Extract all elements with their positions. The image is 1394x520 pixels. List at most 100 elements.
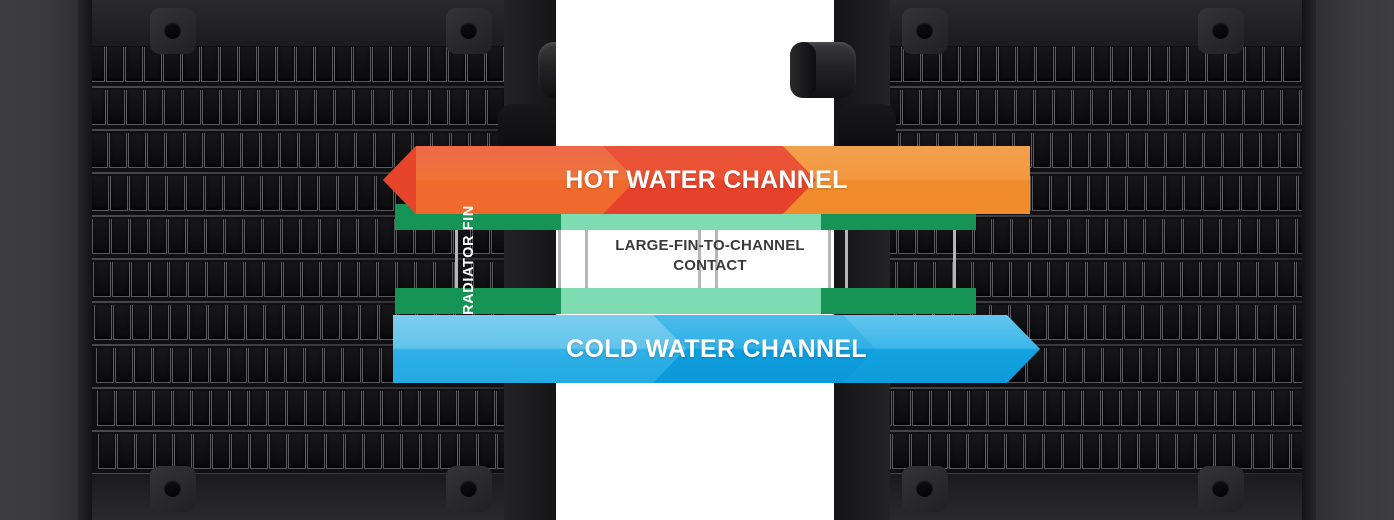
fin-slot bbox=[1292, 391, 1302, 426]
fin-slot bbox=[1262, 90, 1281, 125]
fin-slot bbox=[315, 47, 334, 82]
fin-slot bbox=[1206, 47, 1225, 82]
fin-slot bbox=[210, 391, 229, 426]
fin-slot bbox=[1141, 348, 1160, 383]
fin-slot bbox=[1263, 47, 1282, 82]
fin-slot bbox=[1070, 176, 1089, 211]
fin-tube bbox=[585, 210, 701, 308]
fin-slot bbox=[265, 305, 284, 340]
fin-slot bbox=[356, 176, 375, 211]
fin-slot bbox=[1129, 90, 1148, 125]
fin-slot bbox=[305, 391, 324, 426]
fin-slot bbox=[324, 391, 343, 426]
fin-slot bbox=[1280, 133, 1299, 168]
fin-slot bbox=[1072, 90, 1091, 125]
fin-slot bbox=[283, 262, 302, 297]
fin-slot bbox=[127, 133, 146, 168]
fin-slot bbox=[1126, 219, 1144, 254]
fin-slot bbox=[189, 305, 208, 340]
fin-slot bbox=[1158, 434, 1176, 469]
fin-slot bbox=[1120, 434, 1138, 469]
fin-slot bbox=[239, 47, 258, 82]
fin-slot bbox=[185, 176, 204, 211]
fin-slot bbox=[1035, 47, 1054, 82]
fin-slot bbox=[150, 262, 169, 297]
fin-slot bbox=[921, 47, 940, 82]
fin-slot bbox=[111, 219, 129, 254]
fin-slot bbox=[372, 47, 391, 82]
fin-slot bbox=[1221, 219, 1239, 254]
fin-slot bbox=[166, 176, 185, 211]
fin-slot bbox=[326, 434, 344, 469]
fin-slot bbox=[1253, 434, 1271, 469]
fin-slot bbox=[1147, 133, 1166, 168]
fin-slot bbox=[126, 90, 145, 125]
fin-slot bbox=[476, 391, 495, 426]
fin-slot bbox=[92, 90, 107, 125]
fin-slot bbox=[258, 47, 277, 82]
fin-slot bbox=[184, 133, 203, 168]
fin-slot bbox=[378, 262, 397, 297]
screw-hole-icon bbox=[1198, 8, 1244, 54]
fin-slot bbox=[421, 434, 439, 469]
fin-slot bbox=[163, 47, 182, 82]
fin-slot bbox=[902, 47, 921, 82]
fin-slot bbox=[355, 133, 374, 168]
fin-slot bbox=[286, 391, 305, 426]
fin-slot bbox=[991, 262, 1010, 297]
hot-channel-label: HOT WATER CHANNEL bbox=[565, 165, 848, 194]
fin-slot bbox=[359, 262, 378, 297]
fin-slot bbox=[1142, 305, 1161, 340]
fin-slot bbox=[931, 391, 950, 426]
fin-slot bbox=[131, 262, 150, 297]
fin-slot bbox=[1091, 90, 1110, 125]
fin-slot bbox=[263, 219, 281, 254]
fin-slot bbox=[155, 434, 173, 469]
fin-slot bbox=[920, 90, 939, 125]
fin-slot bbox=[1160, 348, 1179, 383]
fin-slot bbox=[468, 90, 487, 125]
fin-slot bbox=[977, 90, 996, 125]
fin-slot bbox=[1293, 348, 1302, 383]
fin-slot bbox=[1216, 391, 1235, 426]
contact-pad-bottom bbox=[900, 288, 975, 314]
fin-slot bbox=[1031, 219, 1049, 254]
fin-slot bbox=[226, 262, 245, 297]
fin-slot bbox=[1215, 434, 1233, 469]
fin-slot bbox=[342, 348, 361, 383]
fin-slot bbox=[400, 391, 419, 426]
fin-row-separator bbox=[834, 215, 1302, 217]
fin-slot bbox=[996, 90, 1015, 125]
fin-slot bbox=[1108, 176, 1127, 211]
fin-slot bbox=[250, 434, 268, 469]
fin-slot bbox=[1205, 90, 1224, 125]
fin-slot bbox=[188, 262, 207, 297]
fin-tube bbox=[845, 210, 956, 308]
fin-slot bbox=[1238, 262, 1257, 297]
fin-slot bbox=[1102, 391, 1121, 426]
fin-slot bbox=[212, 434, 230, 469]
fin-slot bbox=[231, 434, 249, 469]
fin-slot bbox=[968, 434, 986, 469]
cold-water-channel: COLD WATER CHANNEL bbox=[393, 315, 1040, 383]
fin-row-separator bbox=[834, 344, 1302, 346]
fin-slot bbox=[317, 133, 336, 168]
fin-slot bbox=[1196, 434, 1214, 469]
screw-hole-icon bbox=[446, 466, 492, 512]
fin-slot bbox=[1241, 176, 1260, 211]
fin-slot bbox=[430, 90, 449, 125]
fin-slot bbox=[1254, 391, 1273, 426]
fin-slot bbox=[316, 90, 335, 125]
fin-slot bbox=[1044, 434, 1062, 469]
fin-tube bbox=[455, 210, 561, 308]
fin-slot bbox=[152, 348, 171, 383]
fin-slot bbox=[1090, 133, 1109, 168]
fin-row bbox=[834, 387, 1302, 431]
fin-row-separator bbox=[834, 301, 1302, 303]
fin-slot bbox=[402, 434, 420, 469]
contact-annotation-line2: CONTACT bbox=[673, 257, 747, 275]
fin-slot bbox=[93, 262, 112, 297]
fin-slot bbox=[182, 47, 201, 82]
fin-slot bbox=[1110, 90, 1129, 125]
fin-slot bbox=[1282, 47, 1301, 82]
